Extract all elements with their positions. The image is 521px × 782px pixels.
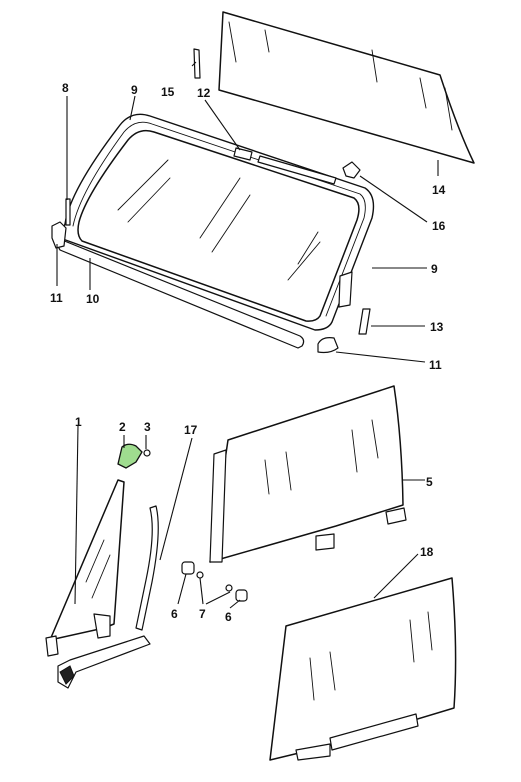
callout-13: 13 (430, 320, 444, 334)
callout-6: 6 (171, 607, 178, 621)
corner-cap-right (317, 337, 339, 354)
callout-16: 16 (432, 219, 446, 233)
callout-10: 10 (86, 292, 100, 306)
vent-window-glass (45, 479, 125, 657)
callout-7: 7 (199, 607, 206, 621)
windshield-assembly (57, 113, 375, 349)
corner-cap-left (51, 221, 67, 249)
callout-14: 14 (432, 183, 446, 197)
rear-trim-strip (193, 48, 201, 79)
fasteners (181, 561, 248, 602)
vent-frame-channel (57, 505, 159, 689)
callout-5: 5 (426, 475, 433, 489)
callout-6-right: 6 (225, 610, 232, 624)
callout-15: 15 (161, 85, 175, 99)
callout-11: 11 (50, 291, 63, 305)
leader-lines (56, 61, 439, 609)
callout-12: 12 (197, 86, 211, 100)
callout-3: 3 (144, 420, 151, 434)
callout-1: 1 (75, 415, 82, 429)
callout-11-right: 11 (429, 358, 442, 372)
callout-2: 2 (119, 420, 126, 434)
callout-8: 8 (62, 81, 69, 95)
rear-window-glass (218, 11, 475, 164)
side-trim-strip (358, 308, 371, 335)
latch-screw (143, 449, 151, 457)
callout-9-right: 9 (431, 262, 438, 276)
callout-17: 17 (184, 423, 198, 437)
callout-9: 9 (131, 83, 138, 97)
door-window-glass (209, 385, 407, 563)
vent-latch-highlighted (117, 443, 143, 469)
callout-18: 18 (420, 545, 434, 559)
rear-quarter-glass (269, 577, 457, 761)
mirror-bracket (342, 161, 361, 179)
